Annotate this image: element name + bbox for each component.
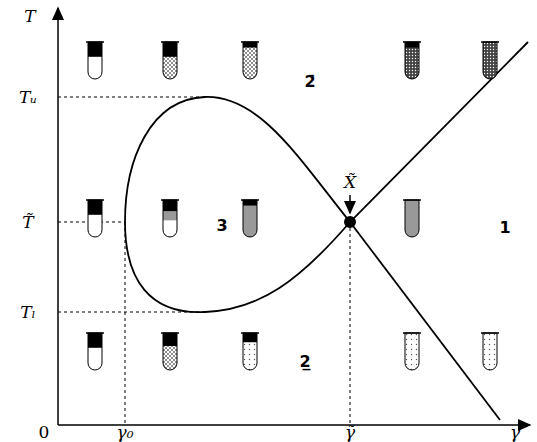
axis-label: T [24,7,35,26]
region-label: 2̄ [304,73,315,91]
region-label: 3 [216,217,227,235]
point-label: X̃ [344,173,356,192]
test-tube [161,200,179,238]
test-tube [86,333,104,371]
test-tube [403,42,421,80]
axis-tick-label: Tᵤ [19,88,37,107]
test-tube [241,200,259,238]
axis-tick-label: Tₗ [20,303,35,322]
axis-tick-label: 0 [39,423,50,442]
test-tube [241,42,259,80]
test-tube [86,200,104,238]
axis-tick-label: γ̃ [345,423,355,442]
region-label: 2̲ [299,353,310,371]
test-tube [403,333,421,371]
region-label: 1 [499,219,510,237]
test-tube [241,333,259,371]
axis-tick-label: T̃ [22,213,33,232]
test-tube [86,42,104,80]
test-tube [161,42,179,80]
test-tube [161,333,179,371]
test-tube [403,200,421,238]
axis-label: γ [510,423,520,442]
axis-tick-label: γ₀ [117,423,134,442]
test-tube [481,42,499,80]
test-tube [481,333,499,371]
